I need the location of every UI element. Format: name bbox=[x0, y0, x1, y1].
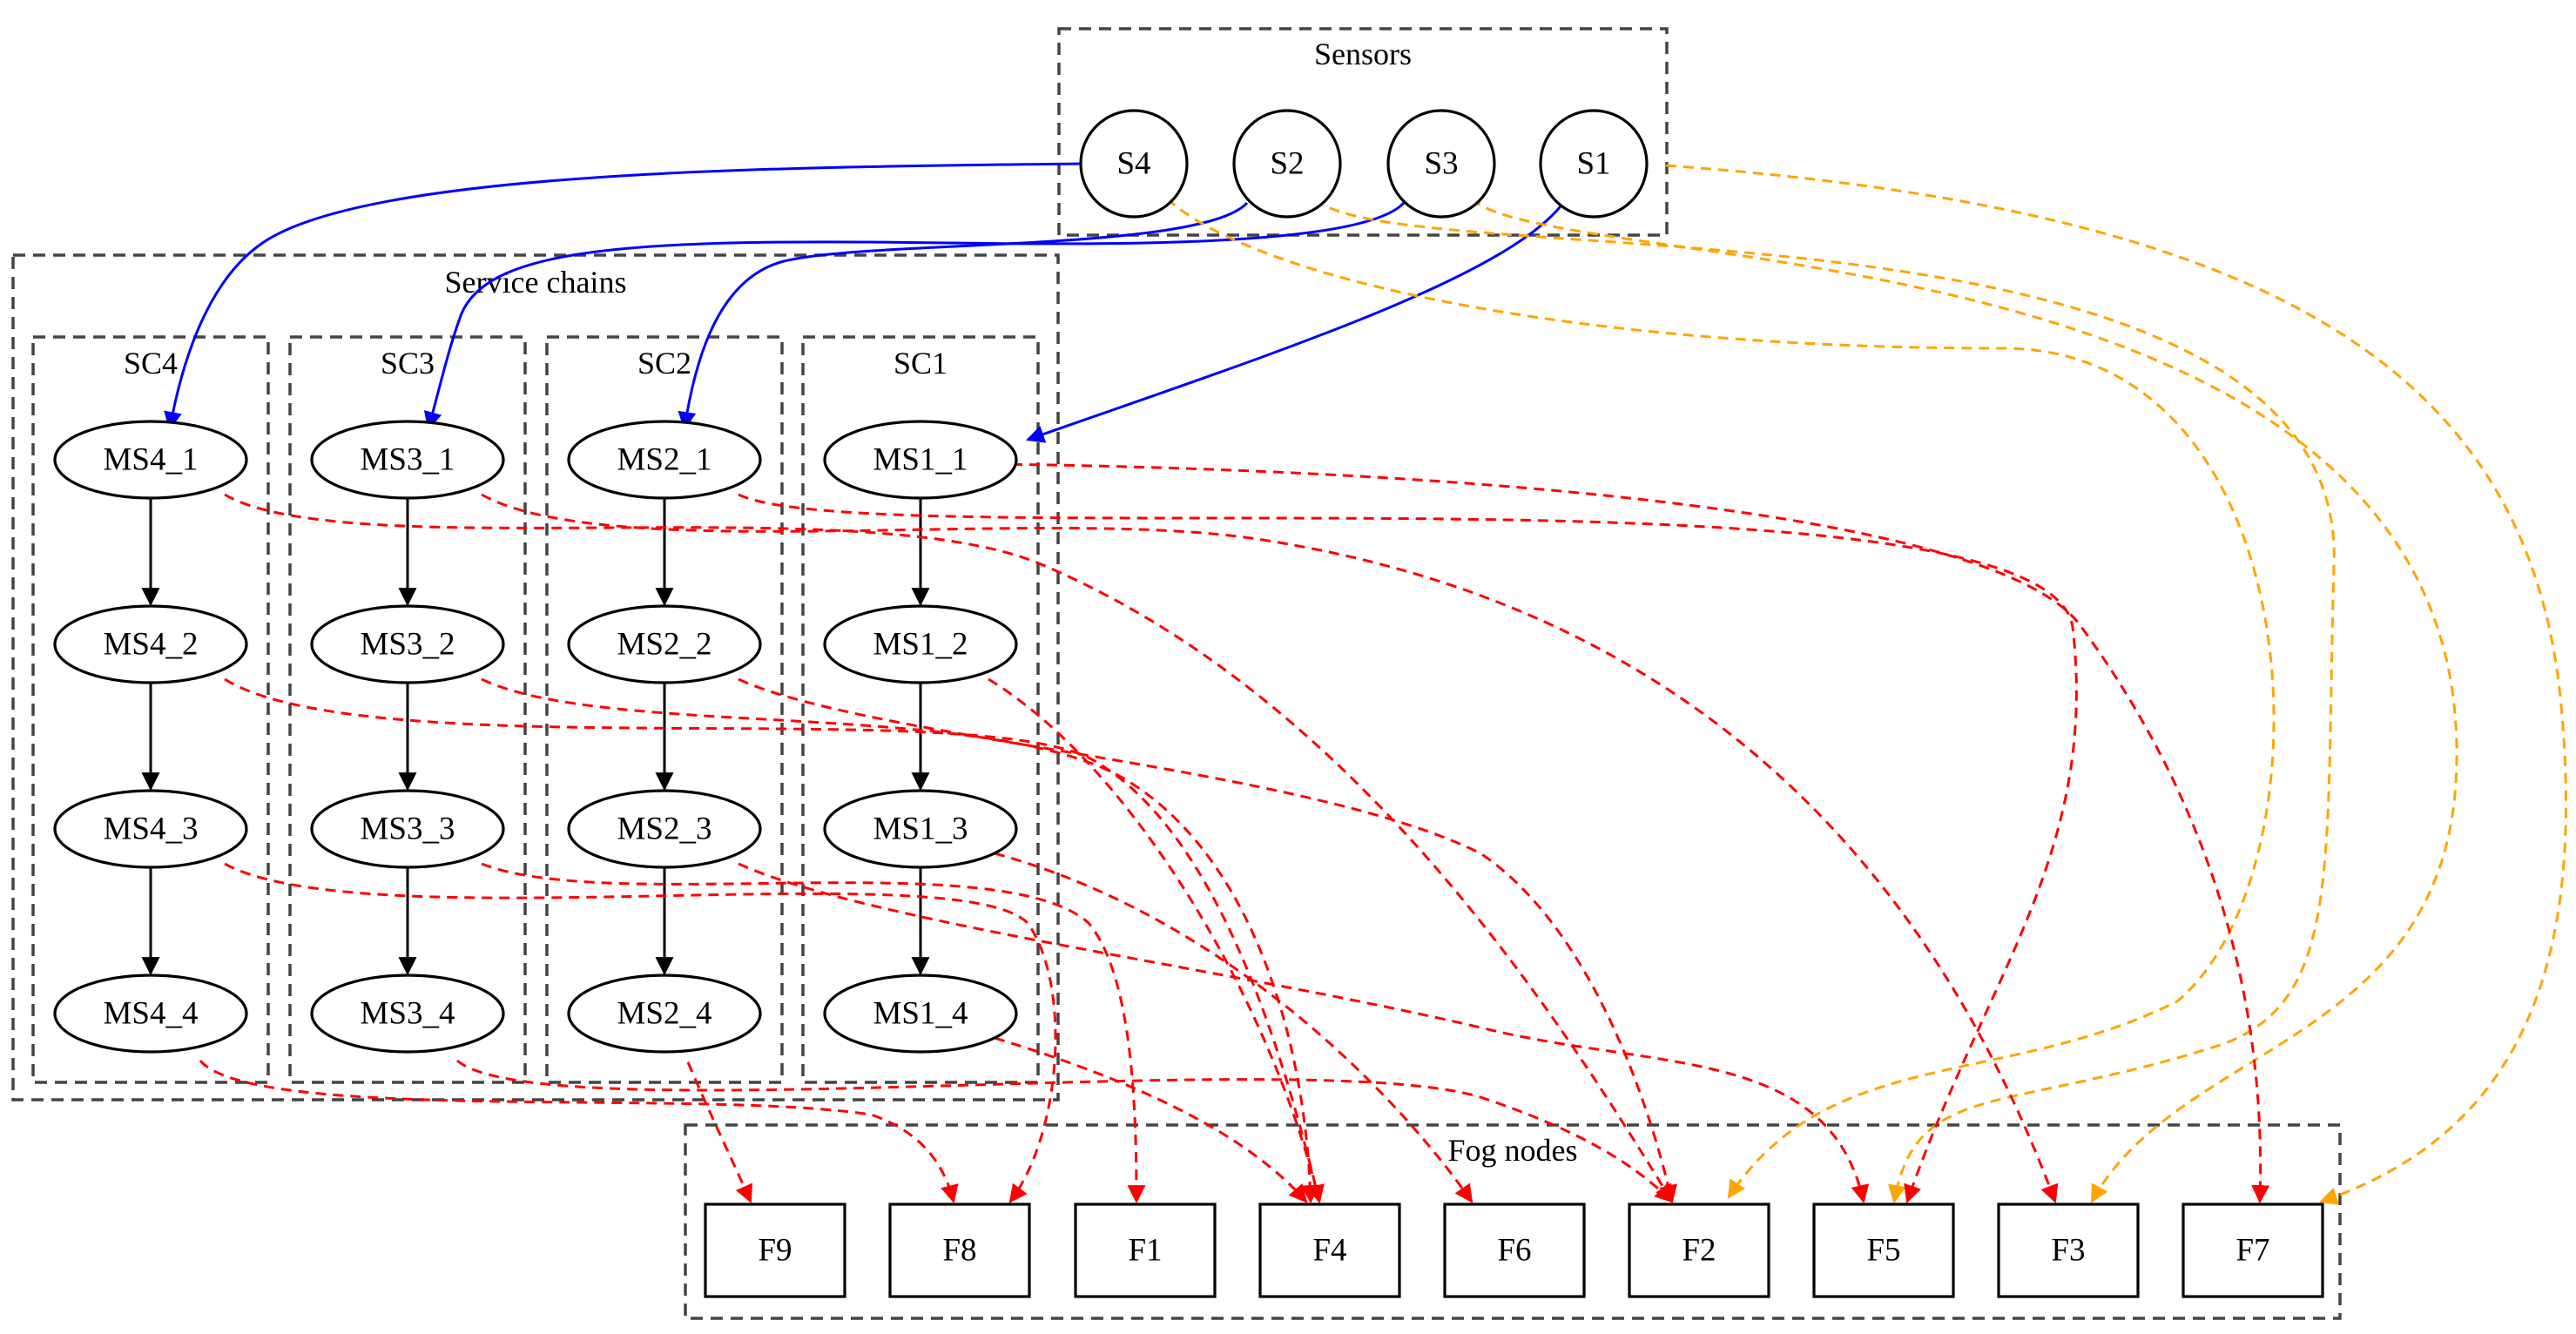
microservice-node[interactable]: MS3_3 bbox=[310, 789, 505, 869]
fog-node[interactable]: F9 bbox=[704, 1203, 846, 1298]
fog-node[interactable]: F4 bbox=[1258, 1203, 1401, 1298]
fog-node[interactable]: F6 bbox=[1443, 1203, 1586, 1298]
microservice-label: MS2_1 bbox=[617, 442, 712, 478]
sensor-fog-edge bbox=[1313, 197, 2336, 1204]
sensor-service-edge bbox=[423, 201, 1406, 431]
fog-node[interactable]: F1 bbox=[1074, 1203, 1217, 1298]
microservice-node[interactable]: MS1_2 bbox=[823, 604, 1018, 684]
fog-node[interactable]: F3 bbox=[1997, 1203, 2140, 1298]
placement-edge bbox=[686, 1061, 752, 1203]
fog-node-label: F9 bbox=[758, 1233, 792, 1269]
microservice-node[interactable]: MS4_3 bbox=[53, 789, 248, 869]
microservice-label: MS2_4 bbox=[617, 996, 712, 1032]
placement-edge bbox=[199, 1060, 959, 1204]
placement-edge bbox=[224, 677, 1325, 1204]
fog-node-label: F8 bbox=[942, 1233, 976, 1269]
sensor-fog-edge bbox=[1165, 197, 2276, 1199]
chain-cluster-title: SC3 bbox=[381, 346, 435, 381]
chain-cluster-title: SC4 bbox=[124, 346, 178, 381]
microservice-label: MS3_2 bbox=[361, 627, 455, 663]
microservice-label: MS3_1 bbox=[361, 442, 455, 478]
microservice-label: MS4_4 bbox=[104, 996, 199, 1032]
microservice-node[interactable]: MS4_1 bbox=[53, 420, 248, 500]
microservice-node[interactable]: MS3_2 bbox=[310, 604, 505, 684]
sensor-node[interactable]: S1 bbox=[1539, 109, 1649, 219]
microservice-label: MS2_3 bbox=[617, 812, 712, 847]
placement-edge bbox=[738, 493, 2078, 1203]
placement-edge bbox=[994, 1036, 1308, 1203]
sensor-label: S2 bbox=[1270, 146, 1304, 182]
microservice-label: MS3_4 bbox=[361, 996, 455, 1032]
fog-node-label: F6 bbox=[1497, 1233, 1531, 1269]
fog-nodes-cluster-title: Fog nodes bbox=[1447, 1133, 1577, 1168]
sensors-cluster: Sensors bbox=[1057, 27, 1669, 237]
fog-node-label: F4 bbox=[1312, 1233, 1346, 1269]
clusters: Sensors Service chains SC4 SC3 SC2 SC1 F… bbox=[11, 27, 2342, 1320]
sensor-node[interactable]: S4 bbox=[1079, 109, 1189, 219]
chain-cluster-title: SC1 bbox=[894, 346, 947, 381]
edges bbox=[141, 162, 2568, 1205]
sensor-service-edge bbox=[164, 162, 1082, 431]
fog-node-label: F2 bbox=[1682, 1233, 1716, 1269]
placement-edge bbox=[481, 677, 1319, 1204]
sensor-node[interactable]: S3 bbox=[1386, 109, 1496, 219]
sensor-service-edge bbox=[678, 201, 1249, 431]
microservice-label: MS2_2 bbox=[617, 627, 712, 663]
sensor-label: S4 bbox=[1116, 146, 1150, 182]
fog-node-label: F1 bbox=[1128, 1233, 1162, 1269]
fog-node[interactable]: F8 bbox=[888, 1203, 1031, 1298]
chain-cluster-sc2: SC2 bbox=[545, 335, 784, 1084]
placement-edge bbox=[481, 493, 2059, 1203]
sensor-node[interactable]: S2 bbox=[1232, 109, 1342, 219]
sensor-label: S3 bbox=[1424, 146, 1458, 182]
sensors-cluster-title: Sensors bbox=[1314, 37, 1412, 71]
microservice-node[interactable]: MS2_3 bbox=[567, 789, 762, 869]
placement-edge bbox=[738, 862, 1870, 1204]
chain-cluster-title: SC2 bbox=[637, 346, 691, 381]
microservice-node[interactable]: MS4_2 bbox=[53, 604, 248, 684]
placement-edge bbox=[988, 677, 1325, 1204]
microservice-label: MS1_2 bbox=[873, 627, 968, 663]
microservice-label: MS1_4 bbox=[873, 996, 968, 1032]
sensor-fog-edge bbox=[1665, 164, 2568, 1205]
fog-nodes-cluster: Fog nodes bbox=[684, 1123, 2342, 1320]
microservice-node[interactable]: MS2_4 bbox=[567, 974, 762, 1054]
placement-edge bbox=[481, 862, 1146, 1204]
microservice-node[interactable]: MS1_3 bbox=[823, 789, 1018, 869]
microservice-label: MS4_2 bbox=[104, 627, 199, 663]
fog-node[interactable]: F2 bbox=[1628, 1203, 1770, 1298]
microservice-label: MS4_1 bbox=[104, 442, 199, 478]
placement-edge bbox=[994, 462, 2270, 1204]
placement-edge bbox=[224, 493, 1674, 1203]
service-chains-cluster-title: Service chains bbox=[445, 265, 627, 300]
fog-node-label: F3 bbox=[2051, 1233, 2085, 1269]
microservice-node[interactable]: MS3_1 bbox=[310, 420, 505, 500]
chain-cluster-sc1: SC1 bbox=[801, 335, 1040, 1084]
microservice-node[interactable]: MS2_1 bbox=[567, 420, 762, 500]
chain-cluster-sc3: SC3 bbox=[288, 335, 527, 1084]
microservice-label: MS1_3 bbox=[873, 812, 968, 847]
fog-node[interactable]: F5 bbox=[1812, 1203, 1955, 1298]
placement-edge bbox=[994, 852, 1473, 1203]
microservice-label: MS1_1 bbox=[873, 442, 968, 478]
chain-cluster-sc4: SC4 bbox=[31, 335, 270, 1084]
fog-node[interactable]: F7 bbox=[2182, 1203, 2324, 1298]
microservice-node[interactable]: MS3_4 bbox=[310, 974, 505, 1054]
microservice-label: MS3_3 bbox=[361, 812, 455, 847]
placement-edge bbox=[456, 1059, 1674, 1203]
nodes: S4 S2 S3 S1 MS4_1 MS4_2 MS4_3 MS4 bbox=[53, 109, 2324, 1298]
fog-node-label: F7 bbox=[2235, 1233, 2269, 1269]
sensor-label: S1 bbox=[1576, 146, 1610, 182]
microservice-node[interactable]: MS1_4 bbox=[823, 974, 1018, 1054]
microservice-node[interactable]: MS2_2 bbox=[567, 604, 762, 684]
fog-node-label: F5 bbox=[1866, 1233, 1900, 1269]
sensor-fog-edge bbox=[1470, 197, 2458, 1203]
placement-edge bbox=[738, 677, 1677, 1204]
microservice-label: MS4_3 bbox=[104, 812, 199, 847]
microservice-node[interactable]: MS4_4 bbox=[53, 974, 248, 1054]
sensor-service-edge bbox=[1026, 202, 1565, 443]
microservice-node[interactable]: MS1_1 bbox=[823, 420, 1018, 500]
